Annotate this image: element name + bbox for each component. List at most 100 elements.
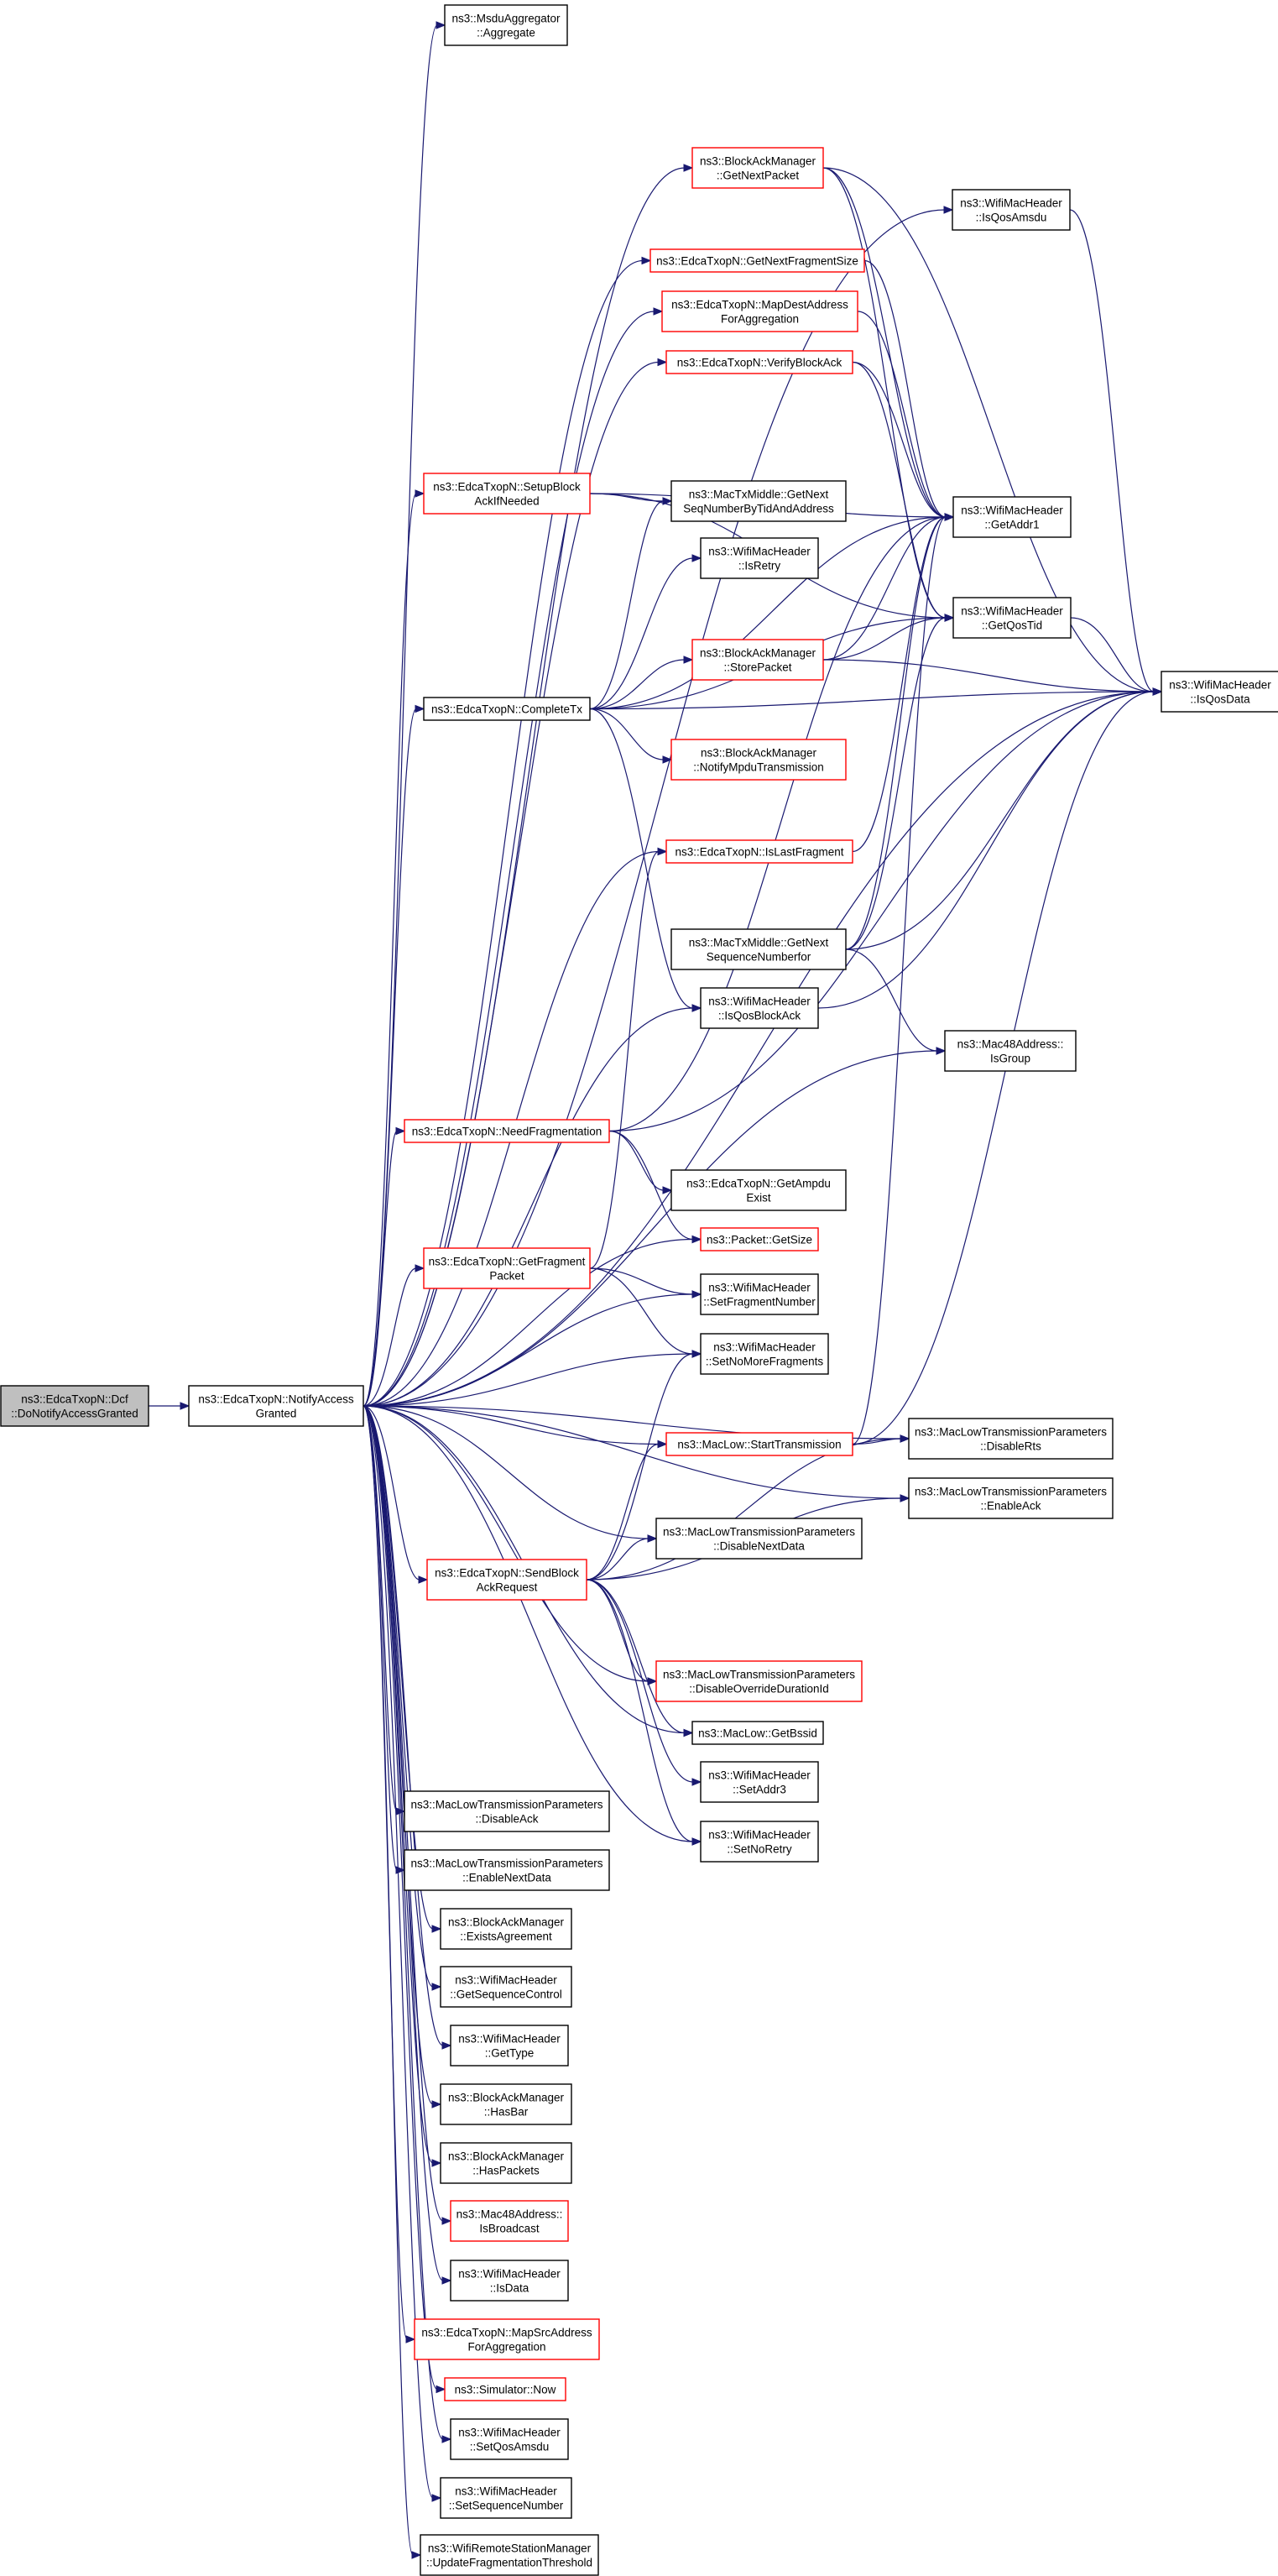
node-label: AckRequest	[477, 1581, 538, 1594]
node-label: ns3::EdcaTxopN::GetFragment	[429, 1256, 586, 1268]
edge-completetx-getnextseqtid	[589, 497, 673, 710]
node-disableoverride[interactable]: ns3::MacLowTransmissionParameters::Disab…	[655, 1660, 863, 1702]
edge-arrowhead	[653, 307, 664, 316]
node-getnextpacket[interactable]: ns3::BlockAckManager::GetNextPacket	[691, 147, 824, 189]
edge-arrowhead	[691, 1004, 702, 1012]
edge-line	[363, 1007, 694, 1407]
edge-arrowhead	[691, 1290, 702, 1298]
node-label: ::SetFragmentNumber	[703, 1296, 816, 1309]
node-getsize[interactable]: ns3::Packet::GetSize	[700, 1227, 819, 1251]
edge-line	[363, 1405, 438, 2391]
node-mapsrc[interactable]: ns3::EdcaTxopN::MapSrcAddressForAggregat…	[414, 2318, 600, 2360]
edge-mapdest-getaddr1	[857, 311, 955, 521]
edge-arrowhead	[405, 2335, 416, 2343]
edge-arrowhead	[415, 704, 425, 713]
node-notifympdu[interactable]: ns3::BlockAckManager::NotifyMpduTransmis…	[670, 739, 847, 781]
edge-arrowhead	[180, 1402, 190, 1410]
edge-getnextseqfor-isqosdata	[845, 687, 1163, 950]
edge-getnextseqfor-isgroup	[845, 948, 947, 1055]
node-label: ns3::BlockAckManager	[448, 2150, 565, 2163]
edge-line	[845, 516, 947, 950]
node-setnoretry: ns3::WifiMacHeader::SetNoRetry	[700, 1821, 819, 1863]
node-setaddr3: ns3::WifiMacHeader::SetAddr3	[700, 1761, 819, 1803]
edge-arrowhead	[900, 1434, 910, 1443]
node-getqostid: ns3::WifiMacHeader::GetQosTid	[952, 597, 1072, 639]
node-getbssid: ns3::MacLow::GetBssid	[691, 1721, 824, 1745]
edge-line	[363, 311, 655, 1407]
node-hasbar: ns3::BlockAckManager::HasBar	[440, 2083, 572, 2125]
edge-arrowhead	[431, 2494, 442, 2502]
edge-line	[822, 617, 947, 661]
node-box	[450, 2260, 569, 2302]
node-label: ns3::EdcaTxopN::NeedFragmentation	[412, 1126, 602, 1138]
edge-line	[589, 1267, 694, 1295]
edge-arrowhead	[441, 2041, 452, 2050]
node-box	[440, 2142, 572, 2184]
edge-needfrag-getsize	[608, 1130, 702, 1244]
node-label: ns3::EdcaTxopN::GetAmpdu	[686, 1178, 831, 1190]
node-box	[1161, 671, 1278, 713]
node-islastfragment[interactable]: ns3::EdcaTxopN::IsLastFragment	[665, 839, 853, 864]
node-isretry: ns3::WifiMacHeader::IsRetry	[700, 537, 819, 579]
node-getnextseqfor: ns3::MacTxMiddle::GetNextSequenceNumberf…	[670, 928, 847, 970]
node-label: AckIfNeeded	[474, 495, 539, 508]
node-label: ns3::WifiMacHeader	[455, 2485, 557, 2498]
call-edges	[148, 21, 1163, 2559]
edge-line	[589, 850, 660, 1269]
edge-line	[363, 1405, 444, 2046]
node-label: ::IsData	[490, 2282, 529, 2295]
node-box	[700, 1821, 819, 1863]
node-now[interactable]: ns3::Simulator::Now	[444, 2377, 566, 2401]
node-verifyblockack[interactable]: ns3::EdcaTxopN::VerifyBlockAck	[665, 350, 853, 374]
edge-line	[822, 167, 947, 518]
edge-arrowhead	[647, 1534, 658, 1543]
node-getnextfragsize[interactable]: ns3::EdcaTxopN::GetNextFragmentSize	[649, 248, 865, 273]
node-box	[423, 473, 591, 515]
node-box	[700, 1227, 819, 1251]
edge-arrowhead	[662, 755, 673, 764]
node-label: ::IsQosData	[1190, 693, 1250, 706]
edge-notify-getnextpacket	[363, 164, 694, 1407]
edge-notify-getseqcontrol	[363, 1405, 442, 1991]
node-mapdest[interactable]: ns3::EdcaTxopN::MapDestAddressForAggrega…	[661, 290, 858, 332]
node-starttx[interactable]: ns3::MacLow::StartTransmission	[665, 1432, 853, 1456]
node-label: ns3::BlockAckManager	[700, 155, 816, 168]
node-label: ::EnableNextData	[462, 1872, 551, 1884]
node-label: ns3::MacLowTransmissionParameters	[663, 1669, 855, 1681]
node-label: ::SetNoMoreFragments	[706, 1356, 824, 1368]
edge-arrowhead	[900, 1494, 910, 1502]
node-box	[952, 597, 1072, 639]
node-needfrag[interactable]: ns3::EdcaTxopN::NeedFragmentation	[404, 1119, 610, 1143]
node-label: ns3::BlockAckManager	[700, 647, 816, 660]
node-box	[404, 1849, 610, 1891]
node-box	[700, 1273, 819, 1315]
edge-line	[586, 1579, 694, 1842]
node-label: ns3::BlockAckManager	[448, 1916, 565, 1929]
node-label: ns3::WifiMacHeader	[961, 504, 1063, 517]
edge-notify-sendblockack	[363, 1405, 429, 1584]
edge-arrowhead	[683, 164, 694, 172]
node-label: IsGroup	[990, 1053, 1030, 1065]
node-box	[691, 147, 824, 189]
node-isdata: ns3::WifiMacHeader::IsData	[450, 2260, 569, 2302]
edge-arrowhead	[691, 554, 702, 562]
edge-notify-setqosamsdu	[363, 1405, 452, 2443]
edge-sendblockack-setaddr3	[586, 1579, 702, 1786]
node-isbroadcast[interactable]: ns3::Mac48Address::IsBroadcast	[450, 2200, 569, 2242]
node-storepacket[interactable]: ns3::BlockAckManager::StorePacket	[691, 639, 824, 681]
edge-line	[363, 708, 417, 1407]
edge-arrowhead	[683, 1728, 694, 1737]
node-label: ::UpdateFragmentationThreshold	[426, 2557, 592, 2569]
edge-line	[363, 1405, 398, 1871]
node-box	[700, 987, 819, 1029]
edge-completetx-notifympdu	[589, 708, 673, 764]
node-label: ns3::MacTxMiddle::GetNext	[689, 937, 829, 949]
node-box	[952, 496, 1072, 538]
node-label: ::IsQosBlockAck	[718, 1010, 801, 1022]
edge-line	[363, 1238, 694, 1407]
node-label: ::NotifyMpduTransmission	[693, 761, 824, 774]
